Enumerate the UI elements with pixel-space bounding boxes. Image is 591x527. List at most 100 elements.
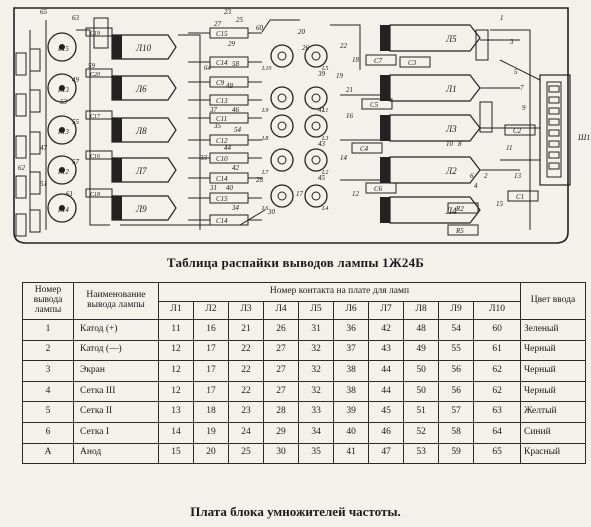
pin-number-label: 51	[40, 180, 47, 188]
cell-contact: 12	[157, 360, 195, 382]
header-lamp: Л7	[368, 300, 405, 320]
cell-contact: 35	[298, 442, 335, 465]
pin-number-label: 13	[514, 172, 522, 180]
inductor-pad	[59, 44, 65, 50]
inductor-core	[277, 121, 287, 131]
connector-pin	[548, 118, 560, 126]
cell-pin-number: А	[22, 442, 74, 465]
cell-contact: 12	[157, 339, 195, 362]
header-lamp: Л3	[228, 300, 265, 320]
inductor-coil	[304, 86, 328, 110]
cell-contact: 36	[333, 319, 370, 341]
board-trace	[76, 29, 110, 226]
cell-contact: 17	[193, 360, 230, 382]
pin-number-label: 14	[340, 154, 348, 162]
pin-number-label: 57	[72, 158, 80, 166]
header-pin-number: Номер вывода лампы	[22, 282, 74, 320]
pin-number-label: 20	[298, 28, 306, 36]
inductor-label: L4	[321, 205, 328, 212]
inductor-coil	[304, 148, 328, 172]
pin-number-label: 44	[224, 144, 232, 152]
cell-pin-number: 5	[22, 401, 74, 423]
inductor-coil	[304, 114, 328, 138]
capacitor-label: C14	[216, 217, 228, 225]
pin-number-label: 8	[458, 140, 462, 148]
cell-contact: 52	[403, 421, 440, 444]
cell-contact: 45	[368, 401, 405, 423]
header-wire-color: Цвет ввода	[520, 282, 586, 320]
cell-wire-color: Черный	[520, 360, 586, 382]
connector-pin	[548, 129, 560, 137]
table-title: Таблица распайки выводов лампы 1Ж24Б	[166, 255, 425, 270]
inductor-label: L13	[57, 86, 69, 94]
lamp-base	[112, 196, 122, 220]
pin-number-label: 5	[514, 68, 518, 76]
pin-number-label: 26	[302, 44, 310, 52]
resistor-body	[479, 101, 493, 133]
cell-contact: 34	[298, 421, 335, 444]
capacitor-label: C7	[374, 57, 383, 65]
lamp-label: Л6	[135, 84, 147, 94]
cell-contact: 59	[438, 442, 475, 465]
header-lamp: Л9	[438, 300, 475, 320]
cell-contact: 42	[368, 319, 405, 341]
pin-number-label: 10	[446, 140, 454, 148]
pin-number-label: 34	[231, 204, 240, 212]
resistor-body	[447, 224, 479, 236]
pin-number-label: 59	[88, 62, 96, 70]
cell-contact: 50	[403, 360, 440, 382]
header-lamp: Л1	[157, 300, 195, 320]
pin-number-label: 27	[214, 20, 222, 28]
inductor-label: L7	[261, 170, 269, 176]
cell-contact: 65	[473, 442, 521, 465]
cell-contact: 47	[368, 442, 405, 465]
pin-number-label: 40	[226, 184, 234, 192]
resistor-body	[447, 202, 479, 214]
cell-contact: 26	[263, 319, 300, 341]
resistor-label: R2	[455, 205, 464, 213]
connector-ш1: Ш1	[539, 74, 590, 186]
cell-contact: 30	[263, 442, 300, 465]
board-trace	[178, 34, 201, 230]
capacitor-label: C5	[370, 101, 379, 109]
cell-contact: 31	[298, 319, 335, 341]
capacitor-body	[85, 110, 113, 120]
lamp-base	[380, 197, 390, 223]
pin-number-label: 42	[232, 164, 240, 172]
pin-number-label: 37	[209, 106, 218, 114]
pin-number-label: 58	[232, 60, 240, 68]
capacitor-label: C1	[516, 193, 524, 201]
cell-wire-color: Красный	[520, 442, 586, 465]
inductor-label: L10	[261, 66, 271, 72]
board-trace	[239, 209, 266, 226]
pin-number-label: 41	[318, 106, 325, 114]
lamp-label: Л10	[135, 43, 152, 53]
cell-contact: 33	[298, 401, 335, 423]
cell-contact: 44	[368, 360, 405, 382]
pin-number-label: 63	[72, 14, 80, 22]
pin-number-label: 60	[256, 24, 264, 32]
cell-wire-color: Черный	[520, 380, 586, 403]
cell-pin-number: 6	[22, 421, 74, 444]
cell-contact: 38	[333, 380, 370, 403]
pin-number-label: 55	[72, 118, 80, 126]
cell-contact: 22	[228, 339, 265, 362]
header-lamp: Л4	[263, 300, 300, 320]
lamp-label: Л1	[445, 84, 457, 94]
lamp-outline	[389, 156, 481, 184]
cell-contact: 32	[298, 380, 335, 403]
capacitor-label: C3	[408, 59, 417, 67]
pin-number-label: 3	[509, 38, 514, 46]
pin-number-label: 35	[213, 122, 222, 130]
pinout-table: Номер вывода лампы Наименование вывода л…	[22, 282, 586, 465]
cell-contact: 40	[333, 421, 370, 444]
inductor-coil	[304, 44, 328, 68]
inductor-pad	[59, 205, 65, 211]
cell-contact: 61	[473, 339, 521, 362]
inductor-core	[311, 51, 321, 61]
pin-number-label: 18	[352, 56, 360, 64]
